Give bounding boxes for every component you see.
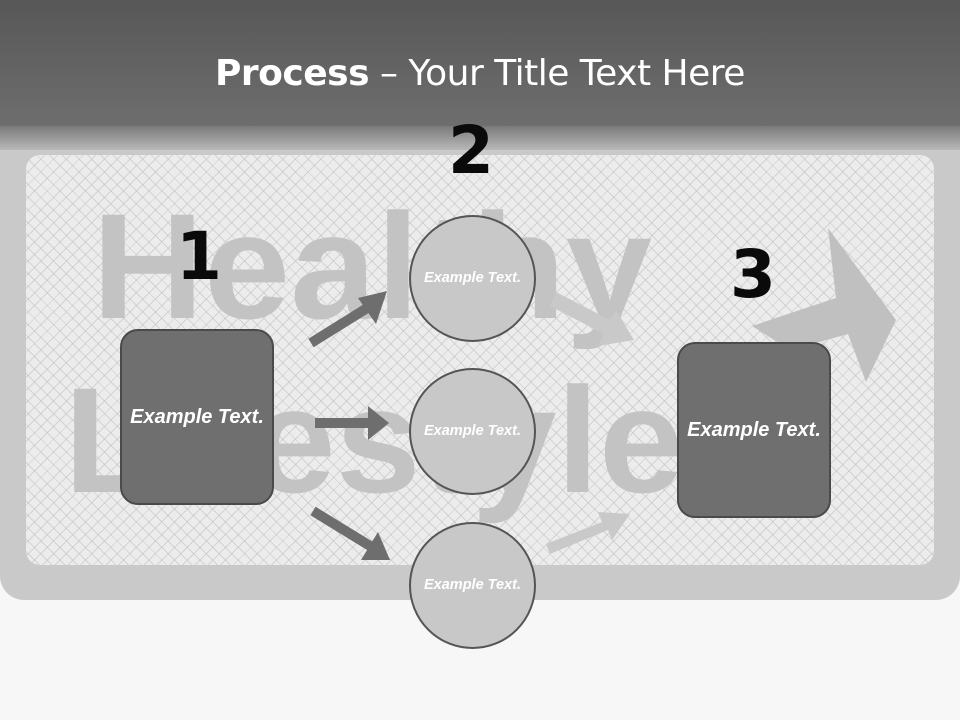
step-box-1-text: Example Text. xyxy=(130,405,264,428)
circle-node-2-text: Example Text. xyxy=(424,423,521,439)
arrow-to-circle-2-icon xyxy=(315,406,389,440)
background-word-healthy: Healthy xyxy=(92,182,652,350)
step-box-1: Example Text. xyxy=(120,329,274,505)
circle-node-2: Example Text. xyxy=(409,368,536,495)
title-bar xyxy=(0,0,960,132)
arrow-to-circle-1-icon xyxy=(308,291,387,348)
title-bold: Process xyxy=(215,53,370,94)
background-faded-arrow-icon xyxy=(550,292,634,346)
circle-node-1-text: Example Text. xyxy=(424,270,521,286)
circle-node-3: Example Text. xyxy=(409,522,536,649)
step-box-3-text: Example Text. xyxy=(687,418,821,441)
circle-node-1: Example Text. xyxy=(409,215,536,342)
step-number-3: 3 xyxy=(730,236,776,313)
background-faded-arrow-icon-2 xyxy=(546,512,630,554)
step-number-1: 1 xyxy=(176,218,222,295)
step-box-3: Example Text. xyxy=(677,342,831,518)
slide-title: Process – Your Title Text Here xyxy=(0,52,960,96)
title-rest: – Your Title Text Here xyxy=(369,53,745,94)
arrow-to-circle-3-icon xyxy=(310,506,390,560)
step-number-2: 2 xyxy=(448,112,494,189)
circle-node-3-text: Example Text. xyxy=(424,577,521,593)
